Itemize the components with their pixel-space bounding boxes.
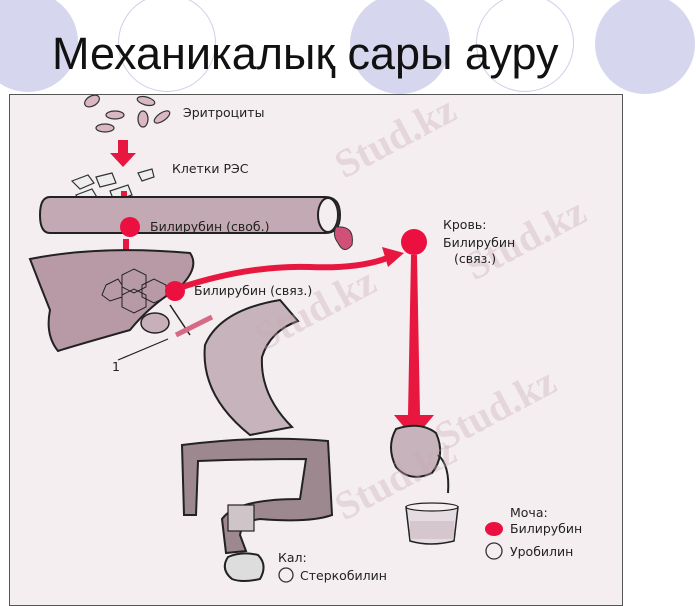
duodenum-icon [203, 298, 300, 437]
diagram-illustration [28, 95, 503, 583]
label-marker-1: 1 [112, 359, 120, 374]
blood-bilirubin-dot [401, 229, 427, 255]
erythrocytes-icon [84, 95, 171, 133]
decor-ring [476, 0, 574, 92]
feces-icon [223, 552, 265, 582]
label-urine-title: Моча: [510, 505, 548, 520]
label-bilirubin-bound: Билирубин (связ.) [194, 283, 313, 298]
decor-circle [350, 0, 450, 94]
label-blood-bilirubin: Билирубин [443, 235, 516, 250]
label-blood-bound: (связ.) [454, 251, 497, 266]
arrow-to-kidney-icon [394, 255, 434, 439]
bilirubin-free-dot [120, 217, 140, 237]
arrow-to-blood-icon [181, 254, 392, 290]
label-feces-stercobilin: Стеркобилин [300, 568, 387, 583]
label-feces-title: Кал: [278, 550, 307, 565]
blood-vessel-icon [38, 196, 353, 250]
label-urine-urobilin: Уробилин [510, 544, 574, 559]
urine-bilirubin-marker [485, 522, 503, 536]
pointer-line [117, 338, 169, 361]
rectum-icon [227, 504, 255, 532]
decor-ring [118, 0, 216, 92]
label-res-cells: Клетки РЭС [172, 161, 249, 176]
bilirubin-metabolism-figure: Stud.kz Stud.kz Stud.kz Stud.kz Stud.kz … [9, 94, 623, 606]
liver-lobules-icon [101, 268, 167, 314]
urine-urobilin-marker [485, 542, 503, 560]
colon-icon [180, 437, 334, 555]
label-bilirubin-free: Билирубин (своб.) [150, 219, 270, 234]
stercobilin-marker [278, 567, 294, 583]
kidney-icon [390, 424, 442, 478]
duct-blockage-icon [174, 314, 214, 338]
decor-circle [595, 0, 695, 94]
arrow-down-icon [110, 140, 136, 167]
label-erythrocytes: Эритроциты [183, 105, 265, 120]
slide-title: Механикалық сары ауру [52, 28, 559, 79]
urine-glass-icon [405, 502, 459, 545]
label-urine-bilirubin: Билирубин [510, 521, 583, 536]
bilirubin-bound-dot [165, 281, 185, 301]
label-blood-title: Кровь: [443, 217, 487, 232]
